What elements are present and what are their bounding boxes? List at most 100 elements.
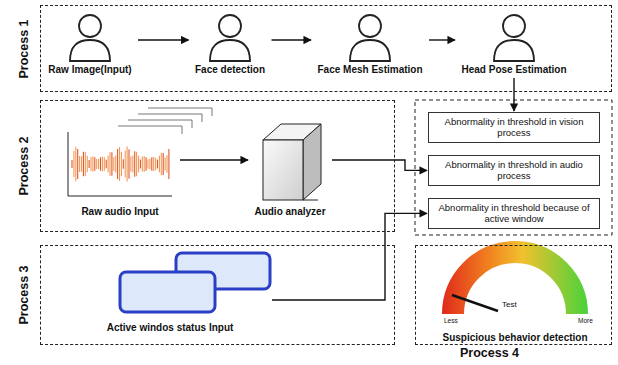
spectrogram-stroke <box>142 157 143 172</box>
box-text: Abnormality in threshold because of acti… <box>438 202 589 224</box>
spectrogram-stroke <box>118 126 182 127</box>
spectrogram-stroke <box>104 157 105 170</box>
spectrogram-stroke <box>102 156 103 171</box>
spectrogram-stroke <box>119 147 120 181</box>
spectrogram-stroke <box>157 160 158 169</box>
spectrogram-stroke <box>79 156 80 172</box>
icon-node: Face Mesh Estimation <box>313 10 427 76</box>
person-icon <box>70 15 110 61</box>
process-region: Process 2Raw audio InputAudio analyzer <box>40 100 395 232</box>
arrow-connector <box>272 39 312 40</box>
arrow-connector <box>332 160 427 170</box>
spectrogram-stroke <box>117 149 118 179</box>
process-region: Process 4Suspicious behavior detection <box>415 245 612 345</box>
gauge <box>452 252 577 314</box>
spectrogram-stroke <box>182 126 183 134</box>
spectrogram-stroke <box>75 147 76 181</box>
spectrogram-stroke <box>192 120 193 128</box>
icon-caption: Face Mesh Estimation <box>317 64 422 76</box>
spectrogram-stroke <box>111 152 112 175</box>
icon-node: Raw Image(Input) <box>44 10 136 76</box>
icon-caption: Active windos status Input <box>107 322 234 334</box>
icon-node: Face detection <box>191 10 270 76</box>
icon-node: Head Pose Estimation <box>457 10 571 76</box>
icon-node: Suspicious behavior detection <box>435 250 595 344</box>
icon-node: Raw audio Input <box>62 106 178 218</box>
process-label: Process 1 <box>17 19 31 78</box>
arrow-connector <box>513 78 514 111</box>
spectrogram-stroke <box>128 120 192 121</box>
spectrogram-stroke <box>109 152 110 175</box>
spectrogram-stroke <box>149 159 150 169</box>
spectrogram-stroke <box>125 150 126 177</box>
icon-node: Active windos status Input <box>70 250 270 334</box>
result-box: Abnormality in threshold in vision proce… <box>428 112 600 143</box>
spectrogram-stroke <box>168 149 169 179</box>
spectrogram-stroke <box>136 152 137 177</box>
gauge-label: Test <box>502 300 517 309</box>
spectrogram-stroke <box>106 160 107 168</box>
spectrogram-stroke <box>73 151 74 177</box>
spectrogram-stroke <box>132 156 133 173</box>
spectrogram-stroke <box>166 155 167 173</box>
spectrogram-stroke <box>115 156 116 173</box>
spectrogram-stroke <box>148 108 212 109</box>
spectrogram-stroke <box>153 157 154 172</box>
spectrogram-stroke <box>83 152 84 176</box>
icon-caption: Raw audio Input <box>81 206 158 218</box>
spectrogram-stroke <box>155 158 156 171</box>
spectrogram-stroke <box>100 157 101 170</box>
spectrogram-stroke <box>146 157 147 171</box>
result-region <box>415 100 612 235</box>
spectrogram-stroke <box>159 156 160 173</box>
icon-caption: Raw Image(Input) <box>48 64 131 76</box>
spectrogram-stroke <box>128 149 129 179</box>
process-label: Process 3 <box>17 265 31 324</box>
spectrogram-stroke <box>163 153 164 175</box>
spectrogram-stroke <box>94 157 95 170</box>
spectrogram-stroke <box>144 156 145 172</box>
spectrogram-stroke <box>77 149 78 179</box>
spectrogram-stroke <box>113 157 114 171</box>
audio-analyzer-box <box>263 124 321 200</box>
spectrogram-stroke <box>98 159 99 169</box>
spectrogram-stroke <box>138 114 202 115</box>
spectrogram-stroke <box>202 114 203 122</box>
spectrogram-stroke <box>121 152 122 177</box>
spectrogram-stroke <box>140 160 141 169</box>
spectrogram-stroke <box>134 151 135 177</box>
spectrogram-stroke <box>85 152 86 176</box>
window-icons <box>120 253 270 312</box>
arrow-connector <box>180 159 248 160</box>
process-region: Process 3Active windos status Input <box>40 245 395 345</box>
person-icon <box>494 15 534 61</box>
icon-caption: Head Pose Estimation <box>461 64 566 76</box>
spectrogram-stroke <box>127 147 128 182</box>
spectrogram-stroke <box>71 160 72 168</box>
person-icon <box>210 15 250 61</box>
spectrogram-stroke <box>87 156 88 173</box>
box-text: Abnormality in threshold in vision proce… <box>445 116 584 138</box>
icon-node: Audio analyzer <box>250 118 330 218</box>
result-box: Abnormality in threshold because of acti… <box>428 198 600 229</box>
icon-caption: Suspicious behavior detection <box>442 332 587 344</box>
spectrogram-stroke <box>130 157 131 172</box>
arrow-connector <box>429 39 455 40</box>
spectrogram-stroke <box>147 159 148 169</box>
spectrogram-stroke <box>92 156 93 172</box>
process-region: Process 1Raw Image(Input)Face detectionF… <box>40 5 612 92</box>
arrow-connector <box>138 39 189 40</box>
process-label: Process 4 <box>460 346 519 360</box>
spectrogram-stroke <box>165 157 166 170</box>
gauge-label: Less <box>444 317 458 324</box>
spectrogram-stroke <box>151 157 152 170</box>
spectrogram-stroke <box>161 153 162 176</box>
spectrogram-stroke <box>89 160 90 168</box>
icon-caption: Audio analyzer <box>254 206 325 218</box>
spectrogram-stroke <box>138 156 139 173</box>
spectrogram-stroke <box>123 159 124 168</box>
spectrogram-stroke <box>81 156 82 171</box>
arrow-connector <box>272 213 427 300</box>
spectrogram <box>68 108 212 196</box>
spectrogram-stroke <box>90 157 91 171</box>
